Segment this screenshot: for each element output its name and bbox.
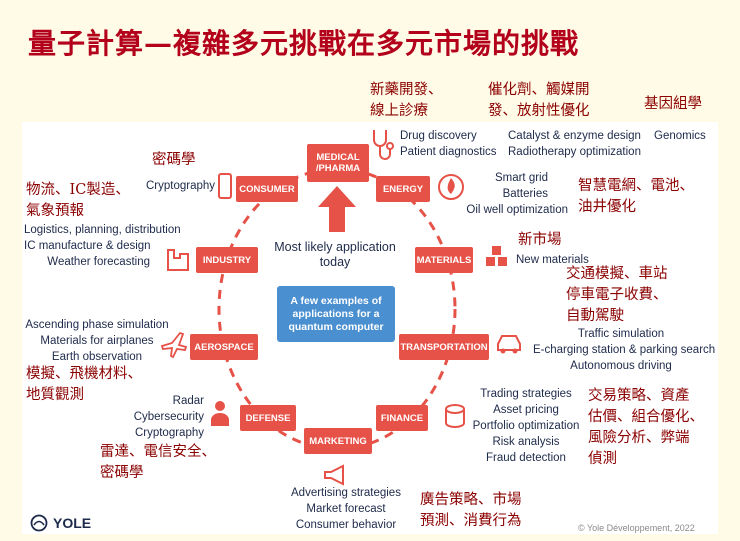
yole-logo-icon	[30, 514, 48, 532]
annotation-genomics: 基因組學	[644, 96, 702, 112]
node-aerospace: AEROSPACE	[190, 334, 258, 360]
annotation-materials: 新市場	[518, 232, 562, 248]
soldier-icon	[211, 401, 229, 426]
annotation-medical: 新藥開發、線上診療	[370, 82, 443, 119]
annotation-defense: 雷達、電信安全、密碼學	[100, 444, 216, 481]
most-likely-label: Most likely application today	[274, 240, 396, 269]
annotation-catalyst: 催化劑、觸媒開發、放射性優化	[488, 82, 590, 119]
car-icon	[497, 335, 521, 354]
node-finance: FINANCE	[376, 405, 428, 431]
node-materials: MATERIALS	[415, 247, 473, 273]
node-defense: DEFENSE	[240, 405, 296, 431]
node-consumer: CONSUMER	[236, 176, 298, 202]
annotation-aerospace: 模擬、飛機材料、地質觀測	[26, 366, 142, 403]
yole-logo: YOLE	[30, 514, 91, 532]
annotation-marketing: 廣告策略、市場預測、消費行為	[420, 492, 522, 529]
stethoscope-icon	[373, 130, 394, 160]
consumer-apps: Cryptography	[146, 180, 216, 192]
annotation-finance: 交易策略、資產估價、組合優化、風險分析、弊端偵測	[588, 388, 704, 467]
annotation-crypto: 密碼學	[152, 152, 196, 168]
node-energy: ENERGY	[376, 176, 430, 202]
copyright: © Yole Développement, 2022	[578, 523, 695, 533]
megaphone-icon	[324, 464, 344, 486]
factory-icon	[167, 249, 189, 271]
node-transportation: TRANSPORTATION	[399, 334, 489, 360]
node-industry: INDUSTRY	[196, 247, 258, 273]
node-marketing: MARKETING	[304, 428, 372, 454]
boxes-icon	[486, 246, 507, 266]
annotation-industry: 物流、IC製造、氣象預報	[26, 182, 130, 219]
genomics-apps: Genomics	[654, 130, 706, 142]
page-title: 量子計算—複雜多元挑戰在多元市場的挑戰	[28, 27, 580, 60]
annotation-energy: 智慧電網、電池、油井優化	[578, 178, 694, 215]
annotation-transportation: 交通模擬、車站停車電子收費、自動駕駛	[566, 266, 668, 324]
flame-icon	[438, 174, 464, 200]
airplane-icon	[160, 331, 188, 358]
phone-icon	[218, 173, 232, 199]
materials-apps: New materials	[516, 254, 589, 266]
node-medical: MEDICAL /PHARMA	[307, 144, 369, 182]
coins-icon	[445, 404, 465, 428]
center-box: A few examples of applications for a qua…	[277, 286, 395, 342]
